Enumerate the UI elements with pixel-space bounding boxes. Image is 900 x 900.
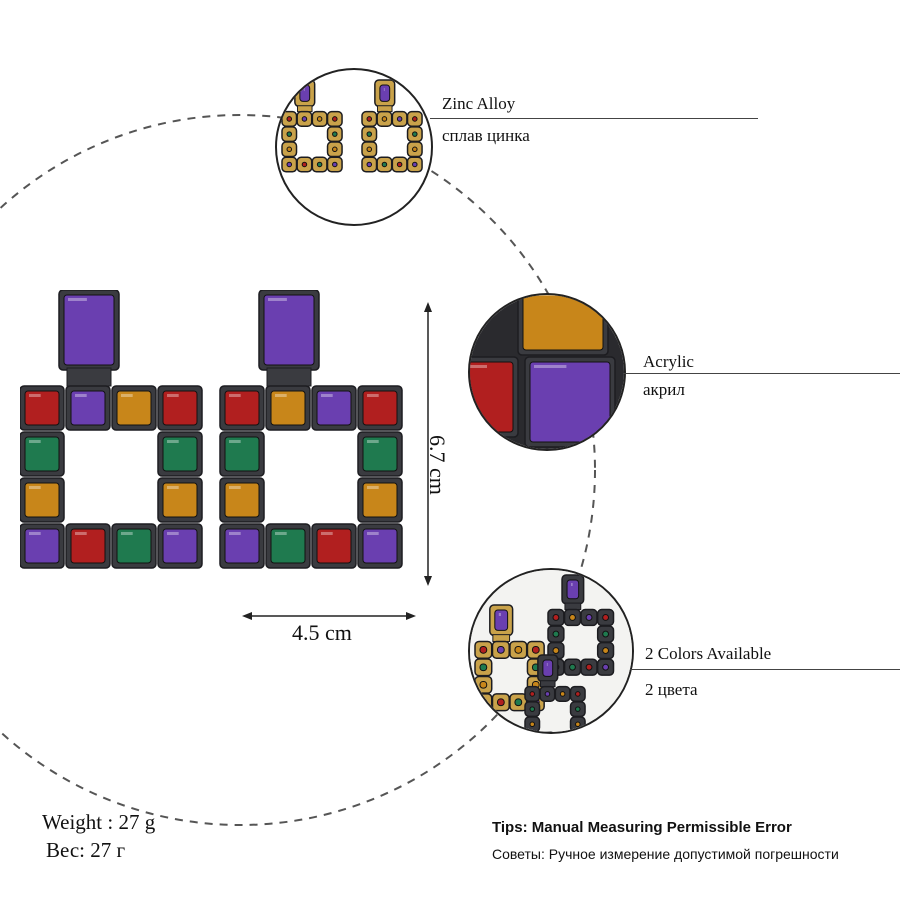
tips-heading-en: Tips: Manual Measuring Permissible Error — [492, 819, 792, 836]
material-underline — [430, 118, 758, 119]
earring — [281, 79, 343, 173]
gold-earring-closeup — [275, 68, 433, 226]
earring — [361, 79, 423, 173]
earrings-product-image — [20, 290, 403, 569]
stone-underline — [623, 373, 900, 374]
material-label-en: Zinc Alloy — [442, 94, 516, 113]
colors-underline — [630, 669, 900, 670]
acrylic-stone-closeup — [468, 293, 626, 451]
two-colors-closeup — [468, 568, 634, 734]
width-label: 4.5 cm — [292, 620, 352, 645]
earring — [219, 290, 403, 569]
height-label: 6.7 cm — [425, 435, 450, 495]
stone-label-ru: акрил — [643, 380, 685, 399]
stone-label-en: Acrylic — [643, 352, 694, 371]
earring — [524, 654, 586, 732]
height-dimension-arrow — [424, 302, 432, 586]
width-dimension-arrow — [242, 612, 416, 620]
earring — [20, 290, 203, 569]
weight-label-en: Weight : 27 g — [42, 810, 156, 834]
colors-label-en: 2 Colors Available — [645, 644, 772, 663]
material-label-ru: сплав цинка — [442, 126, 530, 145]
weight-label-ru: Вес: 27 г — [46, 838, 126, 862]
tips-text-ru: Советы: Ручное измерение допустимой погр… — [492, 846, 839, 862]
colors-label-ru: 2 цвета — [645, 680, 698, 699]
